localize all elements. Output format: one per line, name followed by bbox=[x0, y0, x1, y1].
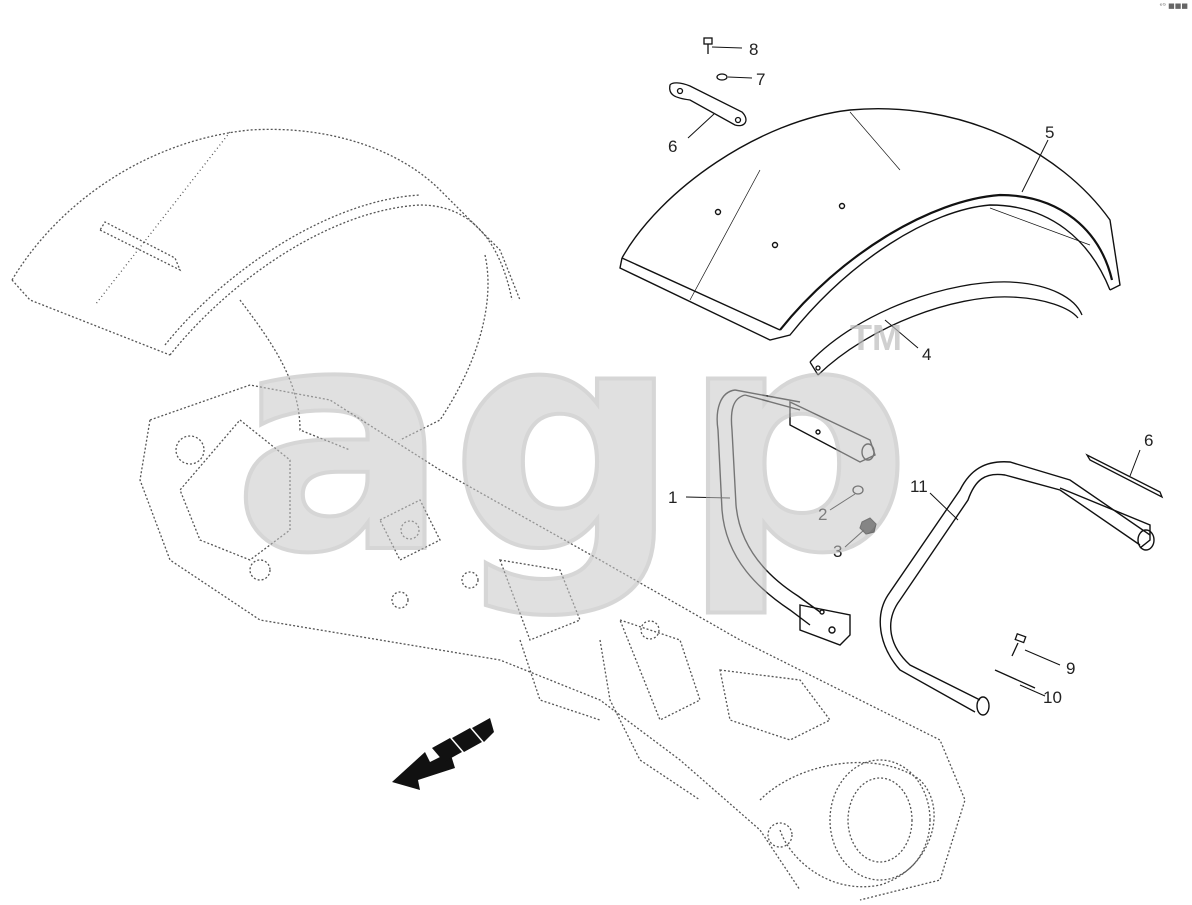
watermark-tm: TM bbox=[850, 317, 902, 358]
part-2-washer bbox=[852, 485, 864, 495]
direction-arrow bbox=[392, 718, 494, 790]
part-5-fender bbox=[619, 108, 1121, 341]
callout-2: 2 bbox=[818, 505, 827, 524]
callout-4: 4 bbox=[922, 345, 931, 364]
leader-lines bbox=[685, 46, 1141, 697]
callout-6a: 6 bbox=[668, 137, 677, 156]
part-4-strip bbox=[809, 281, 1083, 376]
callout-7: 7 bbox=[756, 70, 765, 89]
callout-1: 1 bbox=[668, 488, 677, 507]
part-11-bracket bbox=[879, 461, 1155, 716]
callout-10: 10 bbox=[1043, 688, 1062, 707]
callout-9: 9 bbox=[1066, 659, 1075, 678]
rear-axle-housing bbox=[139, 384, 966, 901]
part-9-bolt bbox=[1011, 632, 1027, 657]
callout-3: 3 bbox=[833, 542, 842, 561]
watermark-text: agp bbox=[232, 261, 912, 622]
part-10-strip bbox=[994, 669, 1036, 689]
callout-11: 11 bbox=[910, 477, 928, 496]
part-6-plate-right bbox=[1085, 453, 1164, 499]
part-1-bracket bbox=[716, 389, 876, 646]
callout-5: 5 bbox=[1045, 123, 1054, 142]
part-8-bolt bbox=[703, 37, 713, 54]
callouts: 8 7 6 5 4 1 2 3 6 11 9 10 bbox=[668, 40, 1153, 707]
part-7-washer bbox=[716, 73, 728, 81]
corner-mark: ᵉᴳ ■■■ bbox=[1159, 2, 1188, 10]
callout-6b: 6 bbox=[1144, 431, 1153, 450]
callout-8: 8 bbox=[749, 40, 758, 59]
installed-fender-left bbox=[11, 128, 521, 451]
watermark: agp TM bbox=[230, 259, 914, 624]
part-6-plate-top bbox=[669, 82, 747, 127]
